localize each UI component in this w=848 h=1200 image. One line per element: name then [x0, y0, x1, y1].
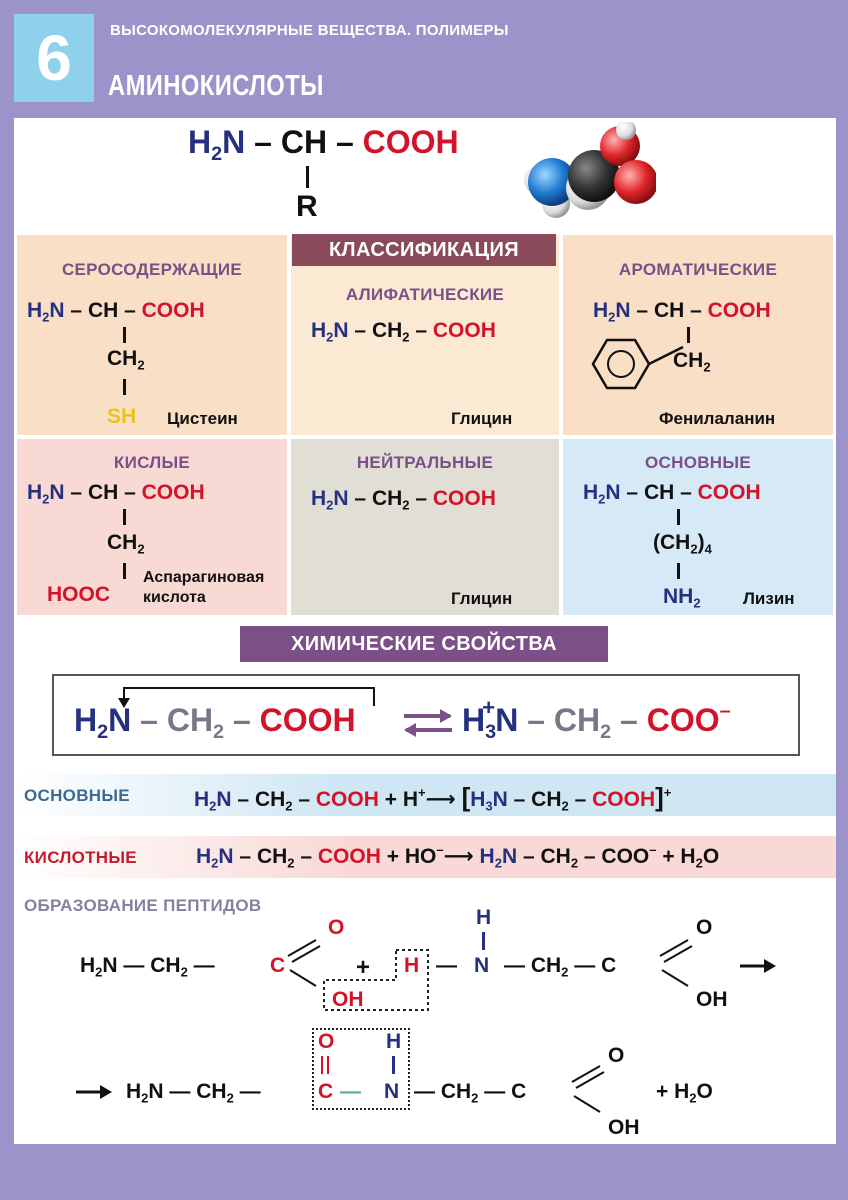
cell-basic: ОСНОВНЫЕ H2N – CH – COOH (CH2)4 NH2 Лизи…	[560, 436, 836, 618]
dipeptide-start: H2N — CH2 —	[126, 1080, 261, 1106]
amino-acid-name: Цистеин	[167, 409, 238, 428]
peptide-o: O	[318, 1030, 335, 1053]
amino-acid-name: кислота	[143, 589, 206, 606]
cell-title: СЕРОСОДЕРЖАЩИЕ	[61, 260, 243, 279]
double-bond	[321, 1056, 323, 1074]
peptide-bond-box	[312, 1028, 410, 1110]
carboxyl-bonds-icon	[287, 939, 321, 987]
cell-title: КИСЛЫЕ	[113, 453, 191, 472]
hydroxyl-oh: OH	[332, 988, 364, 1011]
oxygen-o: O	[328, 916, 345, 939]
zwitterion-equation: H2N – CH2 – COOH	[74, 702, 356, 743]
cell-aliphatic: АЛИФАТИЧЕСКИЕ H2N – CH2 – COOH Глицин	[288, 232, 562, 438]
amino-acid-name: Фенилаланин	[659, 409, 776, 428]
formula-aspartic: H2N – CH – COOH	[27, 481, 205, 507]
formula-glycine: H2N – CH2 – COOH	[311, 319, 496, 345]
peptide-reactant-2: — CH2 — C	[504, 954, 617, 980]
hydrogen-h: H	[404, 954, 420, 977]
amino-acid-name: Аспарагиновая	[143, 569, 265, 586]
benzene-ring-icon	[591, 338, 684, 390]
equilibrium-arrow-icon	[404, 709, 452, 737]
amino-acid-name: Лизин	[743, 589, 795, 608]
chapter-number: 6	[14, 14, 94, 102]
formula-phenylalanine: H2N – CH – COOH	[593, 299, 771, 325]
bond-line	[482, 932, 485, 950]
bond-line	[687, 327, 690, 343]
basic-equation: H2N – CH2 – COOH + H+⟶ [H3N – CH2 – COOH…	[194, 782, 672, 814]
ch2-group: CH2	[107, 347, 145, 373]
topic-title: АМИНОКИСЛОТЫ	[108, 70, 324, 102]
cell-neutral: НЕЙТРАЛЬНЫЕ H2N – CH2 – COOH Глицин	[288, 436, 562, 618]
peptide-reactant-1: H2N — CH2 —	[80, 954, 215, 980]
radical-r: R	[296, 190, 318, 223]
ch2-group: CH2	[107, 531, 145, 557]
properties-banner: ХИМИЧЕСКИЕ СВОЙСТВА	[240, 626, 608, 662]
cell-acidic: КИСЛЫЕ H2N – CH – COOH CH2 HOOC Аспараги…	[14, 436, 290, 618]
plus-sign: +	[356, 954, 371, 981]
cell-sulfur: СЕРОСОДЕРЖАЩИЕ H2N – CH – COOH CH2 SH Ци…	[14, 232, 290, 438]
subject-title: ВЫСОКОМОЛЕКУЛЯРНЫЕ ВЕЩЕСТВА. ПОЛИМЕРЫ	[110, 22, 509, 39]
bond-line	[123, 509, 126, 525]
strip-label: ОСНОВНЫЕ	[24, 786, 130, 805]
hooc-group: HOOC	[47, 583, 110, 606]
ch2-4-group: (CH2)4	[653, 531, 712, 557]
hydroxyl-oh: OH	[696, 988, 728, 1011]
formula-glycine: H2N – CH2 – COOH	[311, 487, 496, 513]
peptide-n: N	[384, 1080, 400, 1103]
formula-cysteine: H2N – CH – COOH	[27, 299, 205, 325]
hydroxyl-oh: OH	[608, 1116, 640, 1139]
bond-line	[392, 1056, 395, 1074]
peptide-label: ОБРАЗОВАНИЕ ПЕПТИДОВ	[24, 896, 262, 915]
acidic-equation: H2N – CH2 – COOH + HO–⟶ H2N – CH2 – COO–…	[196, 841, 720, 871]
formula-lysine: H2N – CH – COOH	[583, 481, 761, 507]
cell-title: ОСНОВНЫЕ	[645, 453, 751, 472]
carboxyl-bonds-icon	[659, 939, 693, 987]
bond-line	[123, 327, 126, 343]
bond-line	[677, 509, 680, 525]
peptide-c: C	[318, 1080, 334, 1103]
bond-dash: —	[436, 954, 457, 977]
zwitterion-box	[52, 674, 800, 756]
water-removal-box	[323, 949, 429, 1011]
cell-title: НЕЙТРАЛЬНЫЕ	[356, 453, 494, 472]
carboxyl-bonds-icon	[571, 1065, 605, 1113]
cell-aromatic: АРОМАТИЧЕСКИЕ H2N – CH – COOH CH2 Фенила…	[560, 232, 836, 438]
water-product: + H2O	[656, 1080, 713, 1106]
amino-acid-name: Глицин	[451, 589, 513, 608]
oxygen-o: O	[696, 916, 713, 939]
amine-n: N	[474, 954, 490, 977]
bond-line	[123, 379, 126, 395]
sh-group: SH	[107, 405, 137, 428]
carbonyl-c: C	[270, 954, 286, 977]
reaction-arrow-icon	[740, 959, 776, 973]
ch2-group: CH2	[673, 349, 711, 375]
bond-line	[123, 563, 126, 579]
bond-line	[306, 166, 309, 188]
reaction-arrow-icon	[76, 1085, 112, 1099]
classification-banner: КЛАССИФИКАЦИЯ	[292, 234, 556, 266]
zwitterion-product: H3+N – CH2 – COO–	[462, 695, 731, 743]
dipeptide-end: — CH2 — C	[414, 1080, 527, 1106]
peptide-h: H	[386, 1030, 402, 1053]
basic-strip: ОСНОВНЫЕ H2N – CH2 – COOH + H+⟶ [H3N – C…	[14, 774, 836, 816]
cell-title: АЛИФАТИЧЕСКИЕ	[345, 285, 505, 304]
double-bond	[327, 1056, 329, 1074]
oxygen-o: O	[608, 1044, 625, 1067]
amine-h: H	[476, 906, 492, 929]
general-formula: H2N – CH – COOH	[188, 124, 459, 165]
molecule-model-icon	[524, 122, 656, 218]
cell-title: АРОМАТИЧЕСКИЕ	[618, 260, 778, 279]
acidic-strip: КИСЛОТНЫЕ H2N – CH2 – COOH + HO–⟶ H2N – …	[14, 836, 836, 878]
strip-label: КИСЛОТНЫЕ	[24, 848, 137, 867]
nh2-group: NH2	[663, 585, 701, 611]
peptide-bond-dash: —	[340, 1080, 361, 1103]
amino-acid-name: Глицин	[451, 409, 513, 428]
proton-transfer-arrow-icon	[118, 687, 375, 708]
bond-line	[677, 563, 680, 579]
